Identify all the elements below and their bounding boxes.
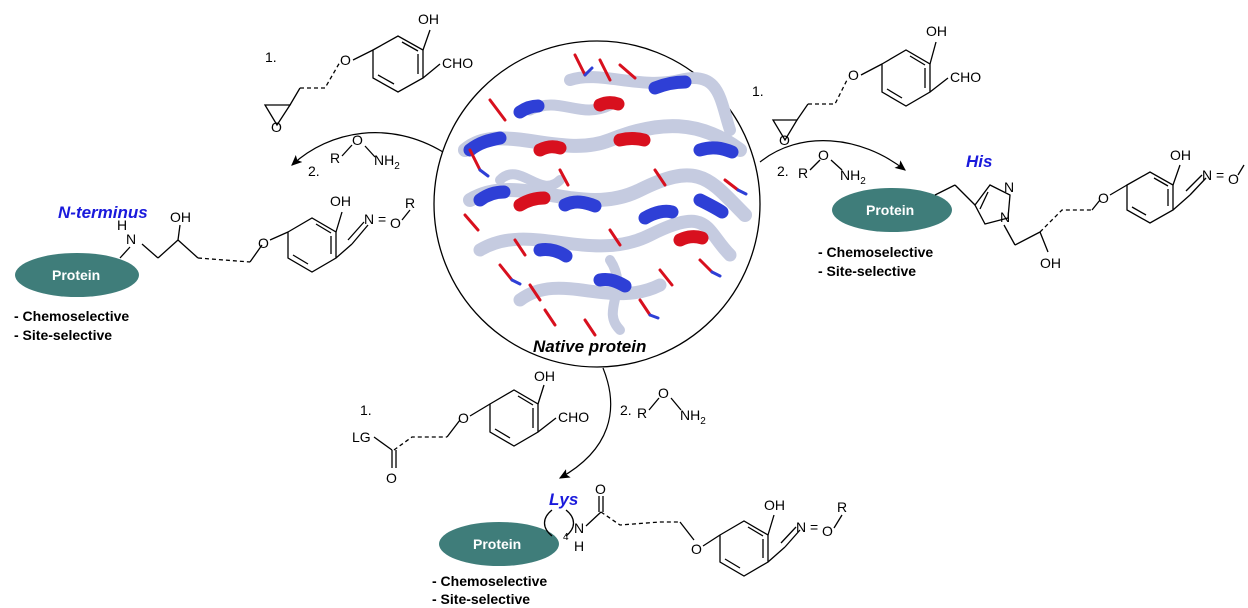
left-product-oxime-o: O (390, 215, 401, 231)
bottom-bullet-1: - Chemoselective (432, 573, 547, 589)
right-epoxide-o: O (779, 132, 790, 148)
right-site-label: His (966, 152, 992, 171)
bottom-product-phenol-oh: OH (764, 497, 785, 513)
bottom-product: Protein 4 N H O O OH N = O R (439, 481, 847, 577)
right-reagent-cho: CHO (950, 69, 981, 85)
bottom-product-oxime-o: O (822, 523, 833, 539)
bottom-product-carbonyl-o: O (595, 481, 606, 497)
left-protein-label: Protein (52, 267, 100, 283)
bottom-reagent: 1. LG O O OH CHO (352, 368, 589, 486)
left-step2-label: 2. (308, 163, 320, 179)
left-hydroxylamine: 2. R O NH2 (308, 132, 400, 179)
right-protein-label: Protein (866, 202, 914, 218)
left-ether-o: O (340, 52, 351, 68)
bottom-reagent-cho: CHO (558, 409, 589, 425)
bottom-product-ether-o: O (691, 541, 702, 557)
bottom-reaction-arrow (558, 367, 612, 479)
bottom-reagent-oh: OH (534, 368, 555, 384)
right-ha-o: O (818, 147, 829, 163)
left-bullet-1: - Chemoselective (14, 308, 129, 324)
left-protein-ellipse (15, 253, 139, 297)
left-reagent-cho: CHO (442, 55, 473, 71)
right-product-oxime-n: N (1202, 167, 1212, 183)
right-reagent-oh: OH (926, 23, 947, 39)
left-product: Protein N H OH O OH N = O R (15, 193, 415, 297)
right-imid-n1: N (1004, 179, 1014, 195)
left-product-ether-o: O (258, 235, 269, 251)
left-nh-h: H (117, 217, 127, 233)
right-step1-label: 1. (752, 83, 764, 99)
left-reagent: 1. O O OH CHO (263, 11, 473, 135)
native-protein-label: Native protein (533, 337, 646, 356)
right-product-eq: = (1216, 167, 1224, 183)
bottom-lg: LG (352, 429, 371, 445)
right-product: Protein N N OH O OH N = O (832, 147, 1245, 271)
bottom-step1-label: 1. (360, 402, 372, 418)
left-product-oh: OH (170, 209, 191, 225)
right-product-oxime-o: O (1228, 171, 1239, 187)
right-product-ether-o: O (1098, 190, 1109, 206)
bottom-protein-label: Protein (473, 536, 521, 552)
bottom-step2-label: 2. (620, 402, 632, 418)
right-product-phenol-oh: OH (1170, 147, 1191, 163)
bottom-ha-r: R (637, 405, 647, 421)
bottom-site-label: Lys (549, 490, 578, 509)
bottom-ha-o: O (658, 385, 669, 401)
bottom-ha-nh2: NH2 (680, 407, 706, 427)
left-site-label: N-terminus (58, 203, 148, 222)
left-step1-label: 1. (265, 49, 277, 65)
bottom-amide-n: N (574, 520, 584, 536)
left-reagent-oh: OH (418, 11, 439, 27)
left-product-r: R (405, 195, 415, 211)
right-hydroxylamine: 2. R O NH2 (777, 147, 866, 187)
protein-ribbon-structure (458, 53, 752, 337)
right-ether-o: O (848, 67, 859, 83)
right-reagent: 1. O O OH CHO (752, 23, 981, 148)
left-product-oxime-n: N (364, 211, 374, 227)
right-product-oh: OH (1040, 255, 1061, 271)
right-protein-ellipse (832, 188, 952, 232)
right-step2-label: 2. (777, 163, 789, 179)
left-bullet-2: - Site-selective (14, 327, 112, 343)
right-bullet-1: - Chemoselective (818, 244, 933, 260)
left-ha-o: O (352, 132, 363, 148)
bottom-chain-count: 4 (563, 532, 569, 543)
left-epoxide-o: O (271, 119, 282, 135)
left-nh-n: N (126, 231, 136, 247)
right-imid-n2: N (1000, 209, 1010, 225)
right-bullet-2: - Site-selective (818, 263, 916, 279)
left-product-eq: = (378, 211, 386, 227)
bottom-product-eq: = (810, 519, 818, 535)
right-ha-nh2: NH2 (840, 167, 866, 187)
bottom-protein-ellipse (439, 522, 559, 566)
bottom-bullet-2: - Site-selective (432, 591, 530, 607)
left-reaction-arrow (291, 132, 444, 166)
bottom-carbonyl-o: O (386, 470, 397, 486)
left-ha-r: R (330, 150, 340, 166)
bottom-product-oxime-n: N (796, 519, 806, 535)
left-ha-nh2: NH2 (374, 152, 400, 172)
bottom-product-r: R (837, 499, 847, 515)
bottom-hydroxylamine: 2. R O NH2 (620, 385, 706, 427)
bottom-ether-o: O (458, 410, 469, 426)
right-ha-r: R (798, 165, 808, 181)
bottom-amide-h: H (574, 538, 584, 554)
right-reaction-arrow (759, 140, 906, 171)
left-product-phenol-oh: OH (330, 193, 351, 209)
